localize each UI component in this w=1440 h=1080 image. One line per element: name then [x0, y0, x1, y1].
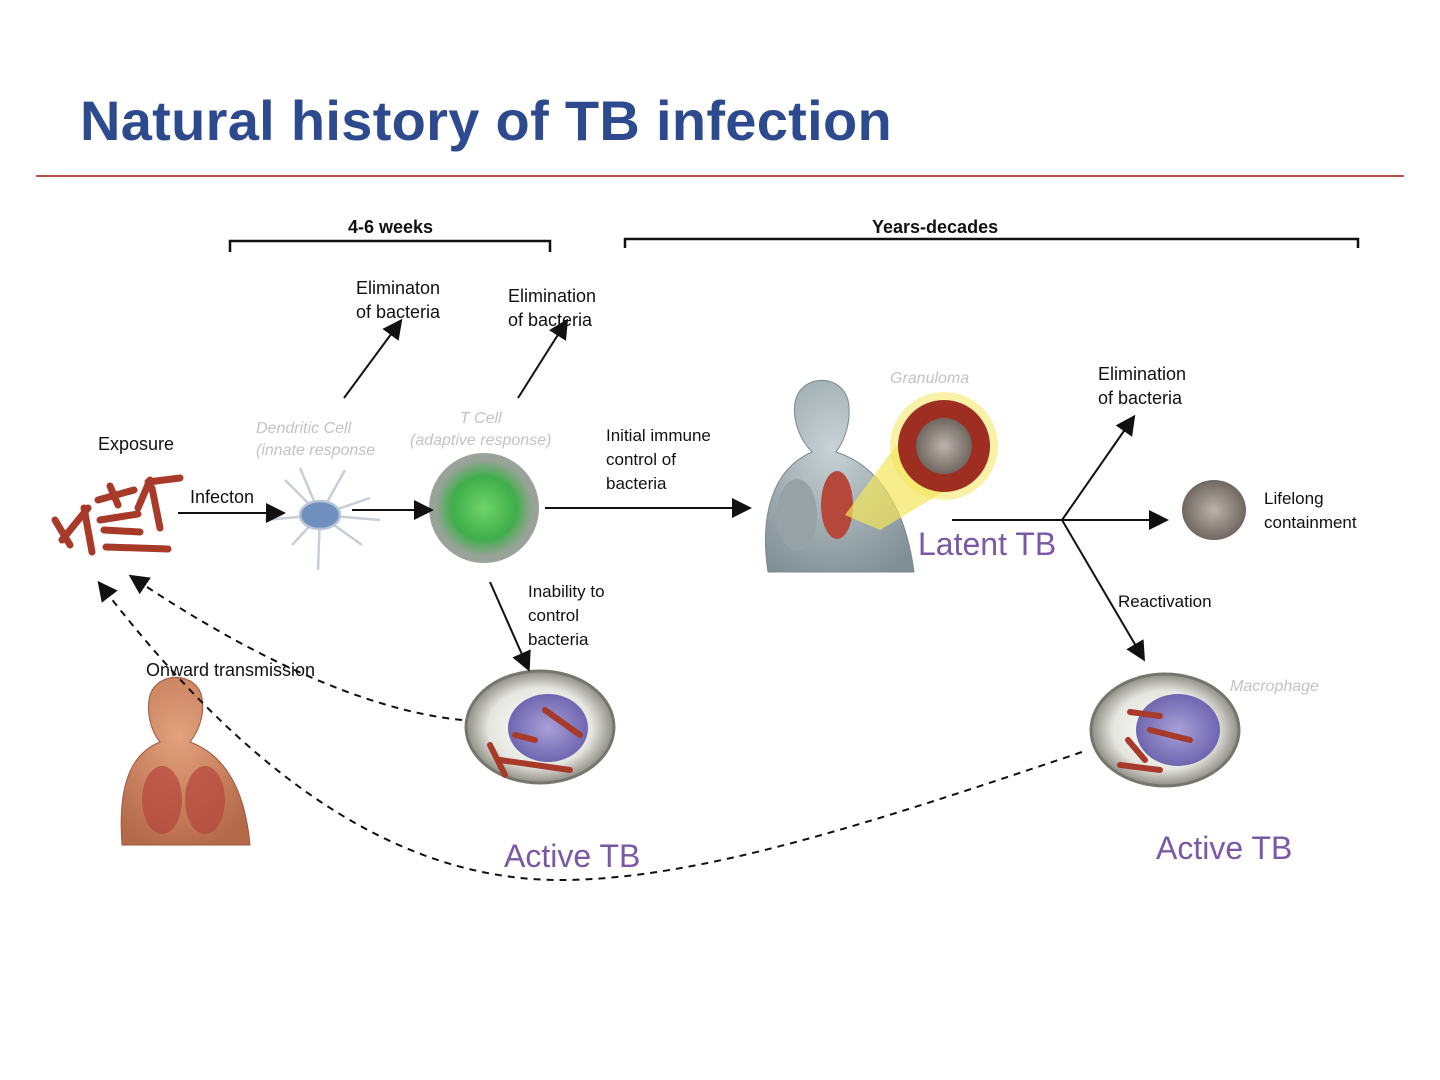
label-active-tb-2: Active TB [1156, 830, 1293, 866]
label-granuloma: Granuloma [890, 370, 970, 387]
label-infection: Infecton [190, 487, 255, 507]
label-exposure: Exposure [98, 434, 175, 454]
label-dendritic-cell: Dendritic Cell(innate response [256, 420, 376, 459]
label-t-cell: T Cell(adaptive response) [410, 410, 552, 449]
label-onward-transmission: Onward transmission [146, 660, 316, 680]
label-4-6-weeks: 4-6 weeks [348, 217, 434, 237]
active-tb-macrophage-2 [1089, 672, 1241, 788]
dendritic-cell-image [264, 467, 381, 571]
t-cell-image [429, 453, 539, 563]
bacteria-cluster [51, 474, 184, 556]
latent-tb-body-image [765, 379, 998, 573]
label-latent-tb: Latent TB [918, 526, 1057, 562]
title-divider [36, 175, 1404, 177]
label-active-tb-1: Active TB [504, 838, 641, 874]
bracket-4-6-weeks [228, 239, 552, 252]
transmission-human-image [120, 676, 251, 846]
dashed-transmission-arrows [97, 574, 1083, 882]
granuloma-image [1182, 480, 1246, 540]
label-macrophage: Macrophage [1230, 678, 1319, 695]
active-tb-macrophage-1 [464, 669, 616, 785]
label-years-decades: Years-decades [872, 217, 999, 237]
arrows [178, 318, 1169, 672]
label-reactivation: Reactivation [1118, 592, 1212, 611]
slide-title: Natural history of TB infection [80, 89, 893, 152]
bracket-years-decades [623, 237, 1360, 248]
